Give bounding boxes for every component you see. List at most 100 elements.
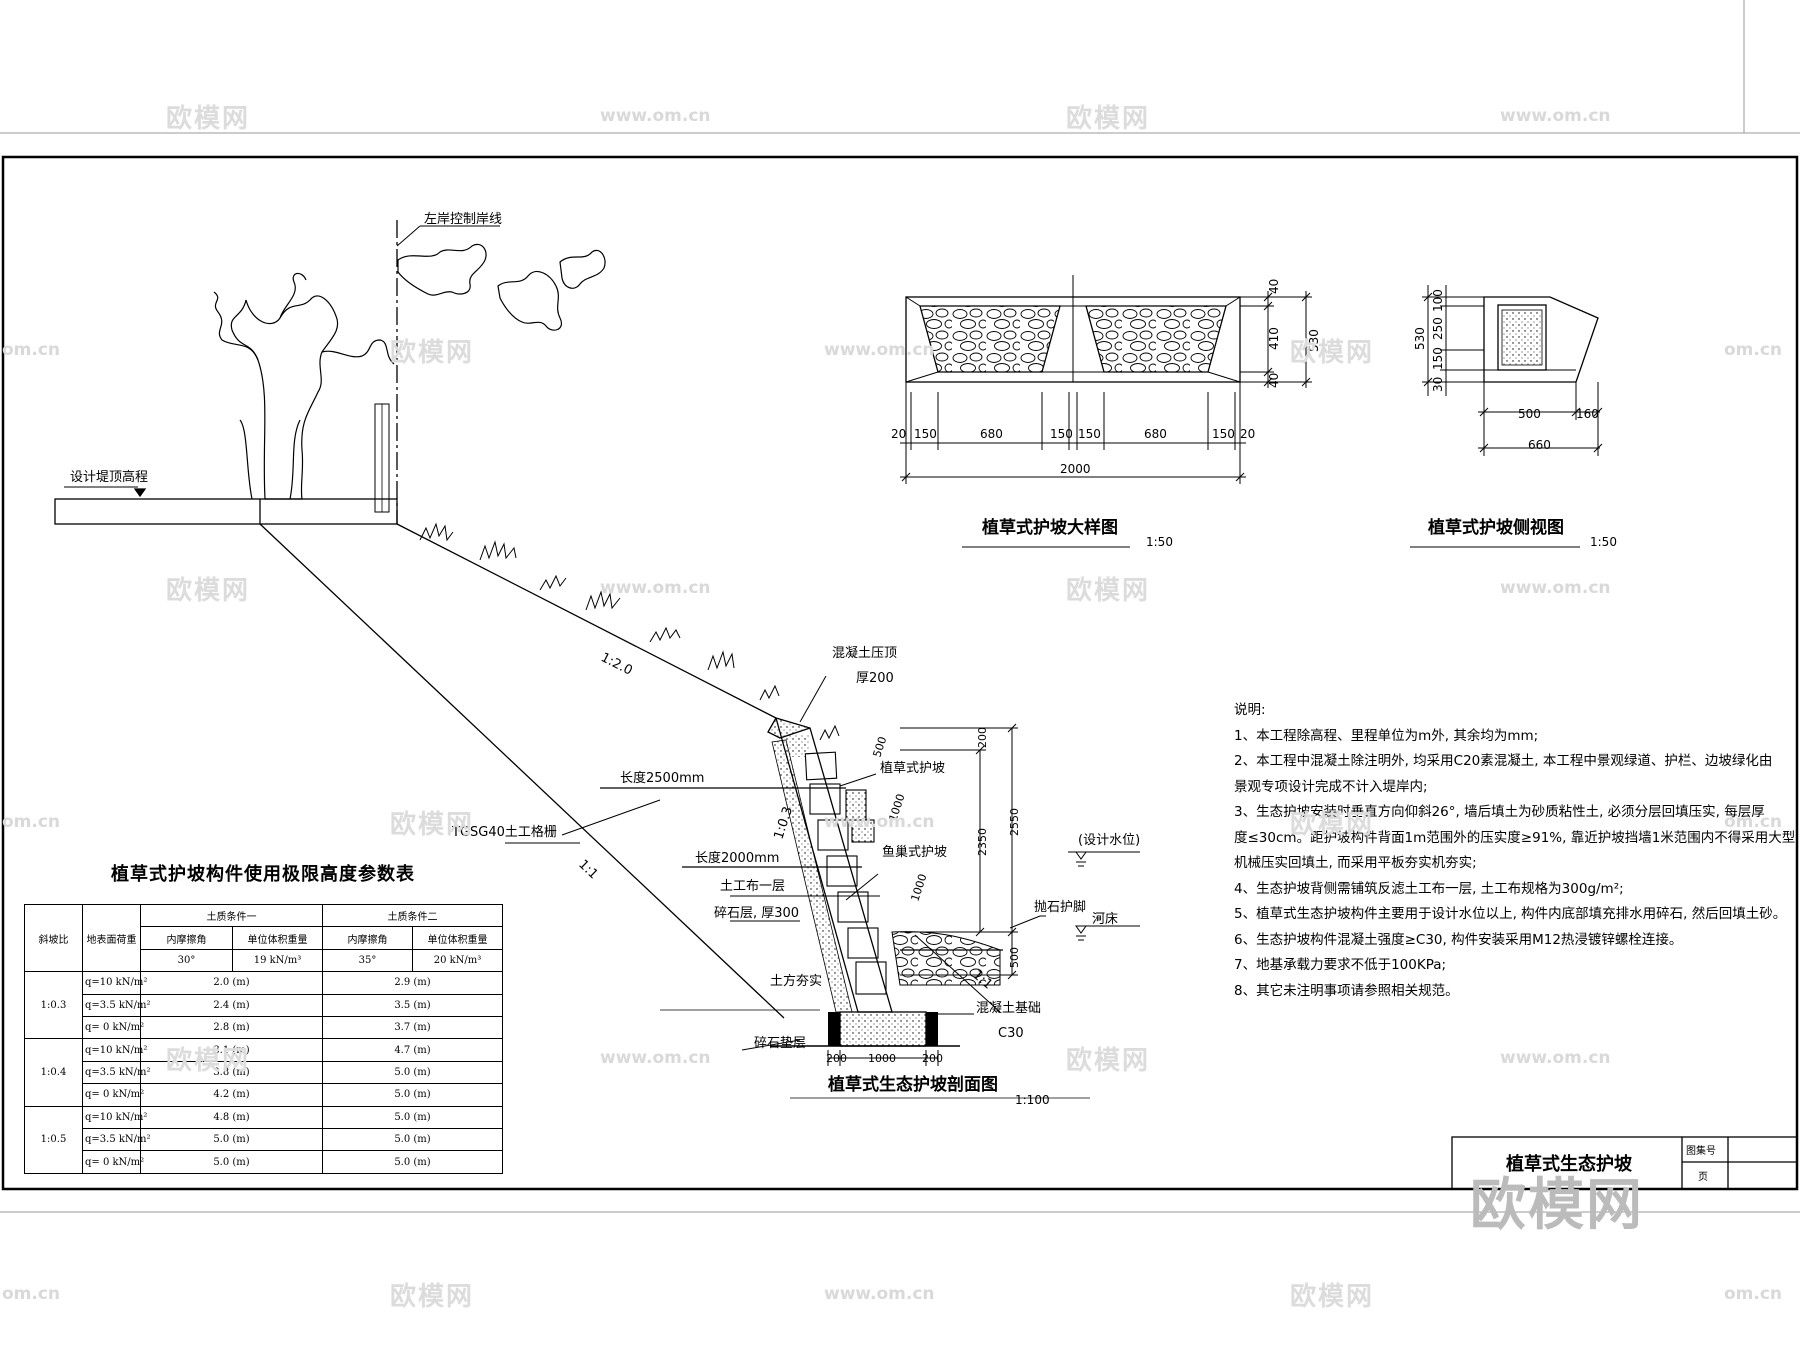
watermark-url: om.cn: [2, 340, 61, 360]
cap-thickness-label: 厚200: [856, 671, 894, 686]
side-dimensions: 530 100 250 150 30 500 160 660: [1413, 289, 1599, 452]
section-scale: 1:100: [1015, 1093, 1050, 1107]
watermark-url: www.om.cn: [600, 578, 711, 598]
table-row: q=3.5 kN/m² 3.8 (m) 5.0 (m): [25, 1060, 503, 1085]
front-dim-right-2: 410: [1267, 327, 1281, 350]
table-value-friction-2: 35°: [322, 948, 413, 973]
table-header-weight-2: 单位体积重量: [412, 926, 503, 950]
table-cell-slope: 1:0.5: [24, 1105, 83, 1175]
table-cell-condition-1: 2.4 (m): [140, 993, 323, 1018]
table-cell-condition-2: 5.0 (m): [322, 1060, 503, 1085]
table-cell-slope: 1:0.4: [24, 1038, 83, 1107]
watermark-url: om.cn: [1724, 812, 1783, 832]
table-value-weight-1: 19 kN/m³: [232, 948, 323, 973]
table-row: q= 0 kN/m² 2.8 (m) 3.7 (m): [25, 1016, 503, 1040]
geogrid-label: TGSG40土工格栅: [451, 824, 557, 840]
front-dim-right-3: 530: [1307, 329, 1321, 352]
table-header-condition-1: 土质条件一: [140, 903, 323, 928]
planting-slope-label: 植草式护坡: [880, 761, 945, 776]
watermark-text: 欧模网: [390, 1282, 475, 1312]
watermark-url: om.cn: [1724, 340, 1783, 360]
watermark-text: 欧模网: [1066, 104, 1151, 134]
note-item: 景观专项设计完成不计入堤岸内;: [1234, 778, 1428, 795]
front-dim-right-1: 40: [1267, 279, 1281, 294]
table-header-condition-2: 土质条件二: [322, 903, 503, 928]
watermark-url: www.om.cn: [600, 106, 711, 126]
front-dim-8: 20: [1240, 427, 1255, 441]
design-water-level-label: (设计水位): [1078, 833, 1140, 848]
height-parameter-table: 斜坡比 地表面荷重 土质条件一 土质条件二 内摩擦角 单位体积重量 内摩擦角 单…: [24, 903, 503, 1175]
title-block-name: 植草式生态护坡: [1506, 1153, 1633, 1175]
table-cell-condition-1: 4.8 (m): [140, 1105, 323, 1130]
dim-base-1: 200: [826, 1052, 847, 1065]
dim-right-4: 500: [1008, 947, 1021, 968]
front-dim-1: 20: [891, 427, 906, 441]
table-header-weight-1: 单位体积重量: [232, 926, 323, 950]
table-header-row-3: 30° 19 kN/m³ 35° 20 kN/m³: [25, 948, 503, 973]
watermark-url: www.om.cn: [1500, 1048, 1611, 1068]
table-cell-load: q= 0 kN/m²: [82, 1016, 144, 1040]
table-header-row-1: 斜坡比 地表面荷重 土质条件一 土质条件二: [24, 903, 503, 973]
front-dim-7: 150: [1212, 427, 1235, 441]
table-cell-load: q=10 kN/m²: [82, 1038, 147, 1062]
foundation-label: 混凝土基础: [976, 1000, 1041, 1016]
dike-top-label: 设计堤顶高程: [70, 469, 148, 485]
watermark-url: www.om.cn: [824, 340, 935, 360]
watermark-url: www.om.cn: [600, 1048, 711, 1068]
watermark-text: 欧模网: [166, 576, 251, 606]
shore-line-label: 左岸控制岸线: [424, 212, 502, 227]
toe-protection-label: 抛石护脚: [1034, 899, 1086, 915]
watermark-url: www.om.cn: [824, 812, 935, 832]
dim-wall-3: 1000: [908, 872, 929, 903]
table-cell-condition-2: 5.0 (m): [322, 1105, 503, 1130]
title-block-page: 页: [1698, 1171, 1708, 1183]
side-dim-3: 150: [1431, 347, 1445, 370]
side-dim-bottom-1: 500: [1518, 407, 1541, 421]
table-value-friction-1: 30°: [140, 948, 233, 973]
dim-right-2: 2350: [976, 828, 989, 856]
watermark-text: 欧模网: [1290, 1282, 1375, 1312]
table-cell-load: q=3.5 kN/m²: [82, 1128, 151, 1152]
compacted-soil-label: 土方夯实: [770, 973, 822, 989]
table-cell-load: q=3.5 kN/m²: [82, 993, 151, 1018]
table-cell-slope: 1:0.3: [24, 971, 83, 1040]
front-dim-5: 150: [1078, 427, 1101, 441]
table-row: q=3.5 kN/m² 5.0 (m) 5.0 (m): [25, 1128, 503, 1152]
dim-base-3: 200: [922, 1052, 943, 1065]
front-dim-right-4: 40: [1267, 373, 1281, 388]
note-item: 机械压实回填土, 而采用平板夯实机夯实;: [1234, 855, 1477, 871]
side-dim-2: 250: [1431, 317, 1445, 340]
side-dim-total: 530: [1413, 327, 1427, 350]
table-cell-condition-1: 5.0 (m): [140, 1128, 323, 1152]
sheet-frame: [0, 0, 1800, 1213]
cross-section-drawing: [54, 220, 1140, 1099]
length-long-label: 长度2500mm: [620, 770, 704, 786]
riverbed-label: 河床: [1092, 912, 1118, 927]
table-cell-load: q= 0 kN/m²: [82, 1083, 144, 1107]
note-item: 6、生态护坡构件混凝土强度≥C30, 构件安装采用M12热浸镀锌螺栓连接。: [1234, 931, 1683, 948]
watermark-url: www.om.cn: [1500, 106, 1611, 126]
table-cell-condition-1: 2.8 (m): [140, 1016, 323, 1040]
front-total: 2000: [1060, 462, 1091, 476]
watermark-text: 欧模网: [1290, 338, 1375, 368]
table-cell-condition-2: 5.0 (m): [322, 1128, 503, 1152]
table-row: q= 0 kN/m² 5.0 (m) 5.0 (m): [25, 1150, 503, 1174]
foundation-grade-label: C30: [998, 1026, 1024, 1041]
watermark-url: om.cn: [2, 1284, 61, 1304]
front-dim-2: 150: [914, 427, 937, 441]
dim-base-2: 1000: [868, 1052, 896, 1065]
slope-lower-ratio: 1:1: [575, 857, 600, 882]
fishnest-slope-label: 鱼巢式护坡: [882, 844, 947, 860]
table-cell-load: q=10 kN/m²: [82, 971, 147, 995]
side-detail-scale: 1:50: [1590, 535, 1617, 549]
note-item: 度≤30cm。距护坡构件背面1m范围外的压实度≥91%, 靠近护坡挡墙1米范围内…: [1234, 829, 1796, 846]
note-item: 8、其它未注明事项请参照相关规范。: [1234, 982, 1459, 999]
gravel-cushion-label: 碎石垫层: [754, 1035, 806, 1051]
dim-right-1: 200: [976, 727, 989, 748]
note-item: 5、植草式生态护坡构件主要用于设计水位以上, 构件内底部填充排水用碎石, 然后回…: [1234, 906, 1787, 922]
table-cell-load: q= 0 kN/m²: [82, 1150, 144, 1174]
tree-illustration: [213, 243, 606, 500]
table-cell-condition-2: 3.7 (m): [322, 1016, 503, 1040]
watermark-text: 欧模网: [1066, 576, 1151, 606]
side-dim-1: 100: [1431, 289, 1445, 312]
